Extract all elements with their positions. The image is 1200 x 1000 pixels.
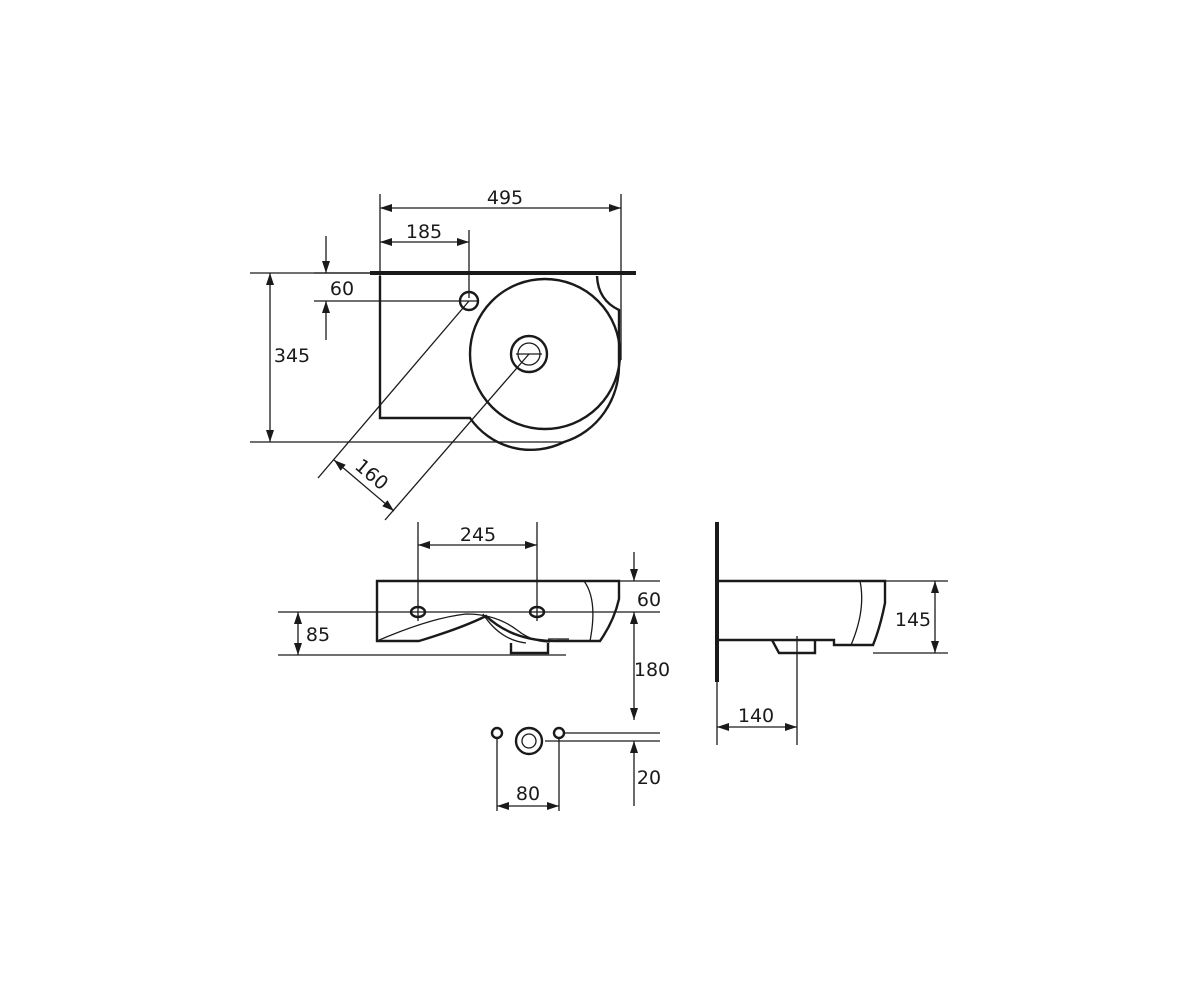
dim-drain-hole-offset: 20 <box>637 767 661 789</box>
dim-hole-height: 85 <box>306 624 330 646</box>
dim-tap-from-wall: 60 <box>330 278 354 300</box>
side-view: 145 140 <box>715 522 948 745</box>
dim-front-top-to-holes: 60 <box>637 589 661 611</box>
dim-top-width: 495 <box>487 187 523 209</box>
wall-connection-detail: 20 80 <box>490 726 661 811</box>
dim-drain-to-holes: 180 <box>634 659 670 681</box>
dim-bowl-diameter: 160 <box>350 455 392 495</box>
dim-depth: 345 <box>274 345 310 367</box>
dim-tap-offset: 185 <box>406 221 442 243</box>
top-view: 495 185 60 345 160 <box>250 187 636 521</box>
dim-side-height: 145 <box>895 609 931 631</box>
front-view: 245 85 60 180 <box>278 522 670 720</box>
dim-drain-hole-spacing: 80 <box>516 783 540 805</box>
dim-mount-hole-spacing: 245 <box>460 524 496 546</box>
dim-drain-from-wall: 140 <box>738 705 774 727</box>
